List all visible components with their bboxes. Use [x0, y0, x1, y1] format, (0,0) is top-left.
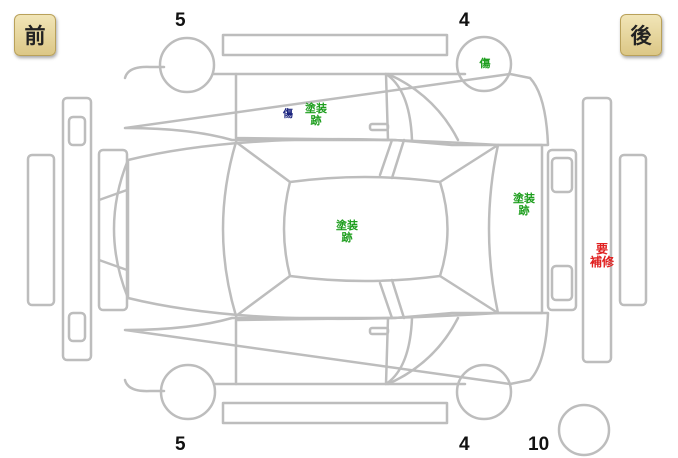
a-pillar-lines [378, 138, 406, 320]
tire-top-rear [455, 35, 513, 93]
tire-number-front-bottom: 5 [175, 434, 186, 455]
front-label: 前 [14, 14, 56, 56]
bottom-side-skirt [221, 401, 449, 425]
windshield [221, 140, 292, 318]
tire-number-rear-bottom: 4 [459, 434, 470, 455]
rear-bumper-outer [618, 153, 648, 307]
top-door-handle [368, 122, 390, 132]
rear-label: 後 [620, 14, 662, 56]
tire-bottom-front [159, 363, 217, 421]
front-grille [97, 148, 129, 312]
front-fog-top [67, 115, 87, 147]
tire-number-spare: 10 [528, 434, 550, 455]
tire-bottom-rear [455, 363, 513, 421]
front-bumper [61, 96, 93, 362]
rear-lamp-top [550, 156, 574, 194]
top-side-body [123, 65, 550, 147]
body-top-view [126, 137, 544, 321]
damage-mark-scratch-rear-wheel: 傷 [479, 57, 491, 70]
rear-bumper [581, 96, 613, 364]
rear-lamp-bottom [550, 264, 574, 302]
bottom-side-body [123, 311, 550, 393]
front-fog-bottom [67, 311, 87, 343]
damage-mark-paint-front-door: 塗装 跡 [305, 102, 327, 127]
tire-number-rear-top: 4 [459, 10, 470, 31]
damage-mark-repair-rear-bumper: 要 補修 [589, 242, 615, 269]
tire-number-front-top: 5 [175, 10, 186, 31]
spare-tire [557, 403, 611, 457]
damage-mark-paint-trunk: 塗装 跡 [513, 192, 535, 217]
top-side-skirt [221, 33, 449, 57]
roof-panel [282, 175, 449, 283]
rear-lamp-frame [546, 148, 578, 312]
damage-mark-scratch-front-door: 傷 [283, 109, 293, 120]
rear-window [438, 143, 500, 315]
hood-line [112, 158, 130, 300]
grille-lines [97, 188, 129, 272]
tire-top-front [158, 36, 216, 94]
front-bumper-outer [26, 153, 56, 307]
bottom-door-handle [368, 326, 390, 336]
damage-mark-paint-roof: 塗装 跡 [336, 219, 358, 244]
